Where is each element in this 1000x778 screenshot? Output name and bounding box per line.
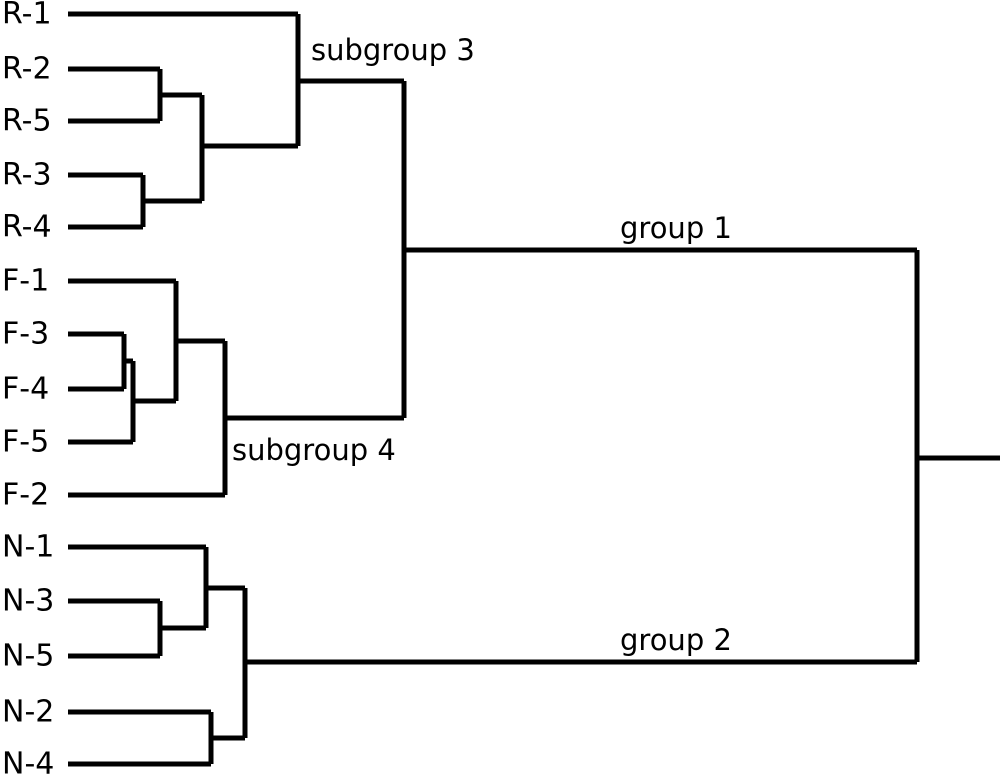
leaf-label-n-3: N-3 [2,584,54,619]
leaf-label-r-4: R-4 [2,210,52,245]
cluster-label-subgroup-4: subgroup 4 [232,433,396,467]
dendrogram-links-group [68,11,1000,767]
leaf-label-n-2: N-2 [2,695,54,730]
cluster-label-subgroup-3: subgroup 3 [311,33,475,67]
leaf-label-r-5: R-5 [2,104,52,139]
cluster-label-group-2: group 2 [620,623,732,657]
leaf-label-r-1: R-1 [2,0,52,32]
cluster-annotations-group: subgroup 3 subgroup 4 group 1 group 2 [232,33,732,657]
leaf-label-r-3: R-3 [2,158,52,193]
leaf-label-f-3: F-3 [2,317,49,352]
leaf-labels-group: R-1R-2R-5R-3R-4F-1F-3F-4F-5F-2N-1N-3N-5N… [2,0,54,778]
leaf-label-n-4: N-4 [2,747,54,778]
leaf-label-r-2: R-2 [2,52,52,87]
leaf-label-n-1: N-1 [2,530,54,565]
leaf-label-f-1: F-1 [2,264,49,299]
leaf-label-f-5: F-5 [2,425,49,460]
leaf-label-f-4: F-4 [2,372,49,407]
leaf-label-n-5: N-5 [2,639,54,674]
cluster-label-group-1: group 1 [620,211,732,245]
leaf-label-f-2: F-2 [2,478,49,513]
